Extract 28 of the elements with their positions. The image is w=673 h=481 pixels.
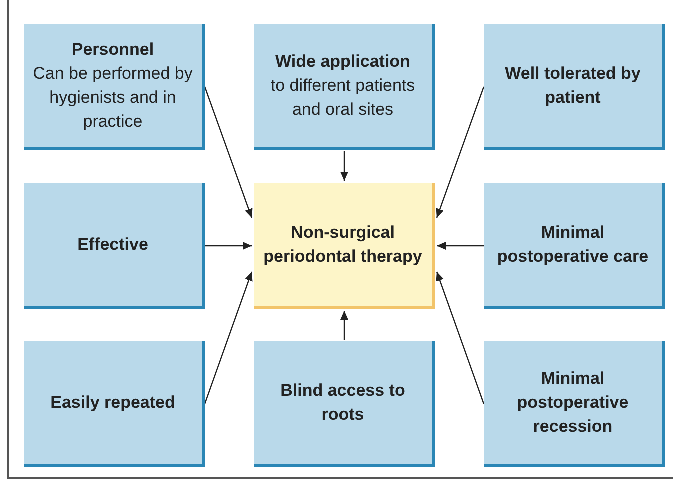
feature-box — [24, 183, 205, 309]
box-heading: Minimal postoperative care — [496, 222, 650, 268]
box-heading: Easily repeated — [50, 392, 176, 414]
box-heading: Effective — [78, 234, 148, 256]
feature-box — [24, 24, 205, 150]
arrow — [436, 86, 485, 218]
box-text: Can be performed by hygienists and in practice — [32, 62, 194, 132]
arrow — [204, 272, 253, 404]
arrow — [340, 151, 348, 181]
arrow — [204, 86, 253, 218]
arrow — [436, 272, 485, 404]
arrow — [205, 242, 252, 250]
box-heading: Wide application — [276, 50, 410, 72]
central-box — [254, 183, 435, 309]
box-text: to different patients and oral sites — [270, 74, 416, 120]
box-heading: Personnel — [72, 38, 154, 60]
feature-box — [484, 183, 665, 309]
box-heading: Well tolerated by patient — [504, 62, 642, 108]
feature-box — [254, 341, 435, 467]
feature-box — [254, 24, 435, 150]
arrow — [437, 242, 484, 250]
feature-box — [484, 341, 665, 467]
feature-box — [24, 341, 205, 467]
box-heading: Minimal postoperative recession — [516, 368, 630, 438]
box-heading: Non-surgical periodontal therapy — [262, 222, 424, 268]
feature-box — [484, 24, 665, 150]
arrow — [340, 311, 348, 340]
box-heading: Blind access to roots — [280, 380, 406, 426]
